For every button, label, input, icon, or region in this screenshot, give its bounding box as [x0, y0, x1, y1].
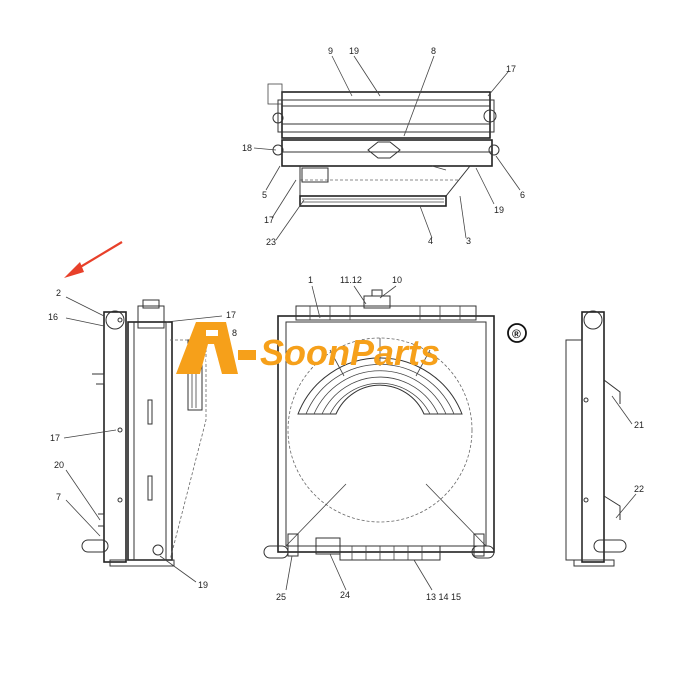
- top-leaders: [253, 55, 521, 241]
- callout-top-6: 6: [520, 190, 525, 200]
- callout-left-7: 7: [56, 492, 61, 502]
- callout-top-5: 5: [262, 190, 267, 200]
- callout-top-9: 9: [328, 46, 333, 56]
- callout-top-23: 23: [266, 237, 276, 247]
- callout-top-8: 8: [431, 46, 436, 56]
- red-arrow-indicator: [64, 241, 123, 278]
- callout-top-18: 18: [242, 143, 252, 153]
- callout-center-24: 24: [340, 590, 350, 600]
- callout-left-2: 2: [56, 288, 61, 298]
- callout-center-11-12: 11.12: [340, 275, 362, 285]
- callout-center-13-14-15: 13 14 15: [426, 592, 461, 602]
- callout-top-19b: 19: [494, 205, 504, 215]
- registered-mark: ®: [512, 327, 521, 341]
- callout-top-17: 17: [506, 64, 516, 74]
- right-leaders: [611, 395, 637, 519]
- callout-top-3: 3: [466, 236, 471, 246]
- callout-top-19: 19: [349, 46, 359, 56]
- callout-left-17b: 17: [50, 433, 60, 443]
- center-callouts: 1 11.12 10 25 24 13 14 15: [276, 275, 461, 602]
- center-leaders: [285, 285, 433, 591]
- callout-left-20: 20: [54, 460, 64, 470]
- callout-left-17: 17: [226, 310, 236, 320]
- callout-center-25: 25: [276, 592, 286, 602]
- callout-left-16: 16: [48, 312, 58, 322]
- callout-right-21: 21: [634, 420, 644, 430]
- left-callouts: 2 16 17 8 17 20 7 19: [48, 288, 237, 590]
- logo-emblem-icon: [176, 322, 256, 374]
- callout-left-19: 19: [198, 580, 208, 590]
- callout-top-17b: 17: [264, 215, 274, 225]
- brand-name: SoonParts: [260, 332, 440, 373]
- callout-top-4: 4: [428, 236, 433, 246]
- center-front-view: [263, 289, 495, 561]
- top-callouts: 9 19 8 17 18 5 17 23 4 3 19 6: [242, 46, 525, 247]
- callout-left-8: 8: [232, 328, 237, 338]
- left-leaders: [63, 296, 223, 583]
- top-assembly-view: [267, 83, 500, 207]
- soonparts-logo: SoonParts ®: [176, 322, 527, 374]
- right-callouts: 21 22: [634, 420, 644, 494]
- callout-center-10: 10: [392, 275, 402, 285]
- right-side-view: [565, 310, 627, 567]
- callout-right-22: 22: [634, 484, 644, 494]
- left-side-view: [81, 299, 207, 567]
- callout-center-1: 1: [308, 275, 313, 285]
